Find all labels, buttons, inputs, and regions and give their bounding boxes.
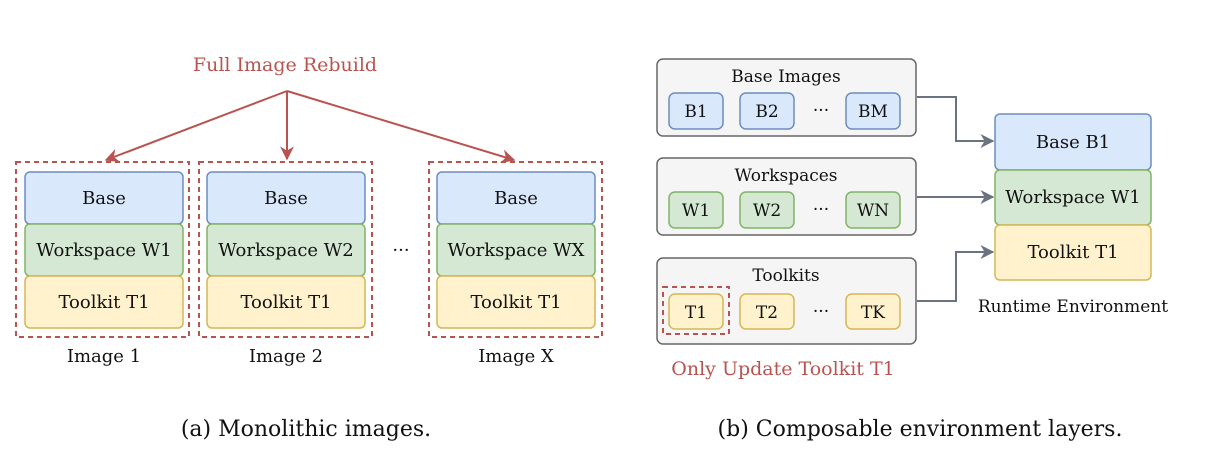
item-b1 — [668, 92, 724, 130]
item-w2 — [739, 191, 795, 229]
only-update-toolkit-label: Only Update Toolkit T1 — [671, 358, 894, 380]
item-t2 — [739, 293, 795, 330]
toolkit-t1-dashed-outline — [662, 286, 730, 335]
image-1-toolkit-layer — [24, 275, 184, 329]
item-b2-label: B2 — [755, 102, 778, 122]
item-t1 — [668, 293, 724, 330]
image-2-dashed-outline — [198, 161, 373, 338]
image-2-toolkit-label: Toolkit T1 — [240, 292, 331, 313]
rebuild-arrow-image-1 — [104, 90, 288, 163]
item-b2 — [739, 92, 795, 130]
item-b1-label: B1 — [684, 102, 707, 122]
rebuild-arrow-image-x — [286, 90, 516, 164]
image-2-label: Image 2 — [249, 346, 323, 367]
runtime-base-label: Base B1 — [1036, 132, 1110, 153]
panel-a-caption: (a) Monolithic images. — [181, 417, 431, 442]
image-1-toolkit-label: Toolkit T1 — [58, 292, 149, 313]
item-bm — [845, 92, 901, 130]
workspaces-ellipsis: ··· — [813, 200, 829, 220]
image-x-toolkit-label: Toolkit T1 — [470, 292, 561, 313]
image-2-base-label: Base — [264, 188, 308, 209]
item-t2-label: T2 — [756, 303, 778, 323]
toolkits-group: Toolkits T1 T2 ··· TK — [656, 257, 917, 345]
item-wn-label: WN — [857, 201, 889, 221]
image-x-base-label: Base — [494, 188, 538, 209]
image-2-workspace-label: Workspace W2 — [218, 240, 354, 261]
image-1-dashed-outline — [15, 161, 190, 338]
item-wn — [845, 191, 901, 229]
item-bm-label: BM — [858, 102, 888, 122]
runtime-environment-stack: Base B1 Workspace W1 Toolkit T1 Runtime … — [978, 113, 1168, 317]
runtime-toolkit-layer — [994, 224, 1152, 281]
item-w1-label: W1 — [682, 201, 710, 221]
connector-arrows — [917, 96, 995, 302]
toolkits-ellipsis: ··· — [813, 302, 829, 322]
image-2-toolkit-layer — [206, 275, 366, 329]
base-images-group: Base Images B1 B2 ··· BM — [656, 58, 917, 137]
base-to-runtime-arrow — [917, 96, 995, 148]
base-images-ellipsis: ··· — [813, 101, 829, 121]
runtime-toolkit-label: Toolkit T1 — [1027, 242, 1118, 263]
runtime-environment-label: Runtime Environment — [978, 297, 1168, 317]
item-w2-label: W2 — [753, 201, 781, 221]
image-x-workspace-label: Workspace WX — [448, 240, 585, 261]
item-w1 — [668, 191, 724, 229]
runtime-workspace-label: Workspace W1 — [1005, 187, 1141, 208]
toolkit-to-runtime-arrow — [917, 245, 995, 302]
full-image-rebuild-label: Full Image Rebuild — [193, 54, 377, 76]
image-x-toolkit-layer — [436, 275, 596, 329]
panel-b: Base Images B1 B2 ··· BM Workspaces W1 W… — [656, 58, 1168, 442]
image-1-base-label: Base — [82, 188, 126, 209]
workspaces-title: Workspaces — [734, 166, 837, 186]
image-x-label: Image X — [478, 346, 554, 367]
image-1-stack: Base Workspace W1 Toolkit T1 Image 1 — [15, 161, 190, 367]
image-x-stack: Base Workspace WX Toolkit T1 Image X — [428, 161, 603, 367]
item-tk — [845, 293, 901, 330]
image-1-workspace-label: Workspace W1 — [36, 240, 172, 261]
rebuild-arrows — [104, 90, 516, 164]
image-x-dashed-outline — [428, 161, 603, 338]
item-tk-label: TK — [861, 303, 885, 323]
panel-b-caption: (b) Composable environment layers. — [718, 417, 1123, 442]
base-images-title: Base Images — [731, 67, 840, 87]
panel-a: Full Image Rebuild Base Workspace W1 Too… — [15, 54, 603, 442]
image-2-stack: Base Workspace W2 Toolkit T1 Image 2 — [198, 161, 373, 367]
panel-a-ellipsis: ··· — [392, 240, 409, 261]
item-t1-label: T1 — [685, 303, 707, 323]
workspaces-group: Workspaces W1 W2 ··· WN — [656, 157, 917, 236]
toolkits-title: Toolkits — [752, 266, 819, 286]
image-1-label: Image 1 — [67, 346, 141, 367]
